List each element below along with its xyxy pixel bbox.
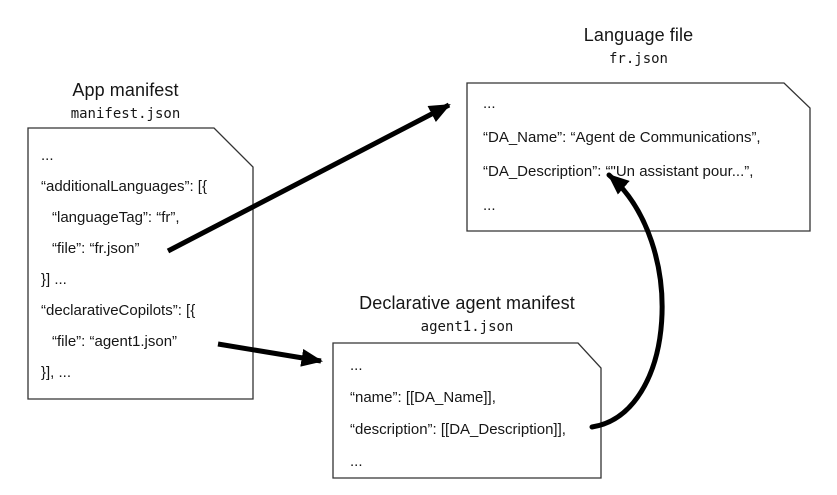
code-line: ... xyxy=(350,356,363,374)
arrow-agent1json-to-agent-manifest xyxy=(217,341,323,367)
language-file-title: Language file xyxy=(583,25,694,45)
code-line: “DA_Description”: “"Un assistant pour...… xyxy=(483,162,754,180)
code-line: “additionalLanguages”: [{ xyxy=(41,178,207,195)
code-line: “languageTag”: “fr”, xyxy=(52,209,180,226)
code-line: }] ... xyxy=(41,271,67,288)
agent-manifest-body: ... “name”: [[DA_Name]], “description”: … xyxy=(350,349,566,477)
code-line: ... xyxy=(41,147,54,164)
code-line: “description”: [[DA_Description]], xyxy=(350,420,566,438)
app-manifest-filename: manifest.json xyxy=(70,106,181,122)
code-line: “name”: [[DA_Name]], xyxy=(350,388,496,406)
agent-manifest-header: Declarative agent manifest agent1.json xyxy=(333,291,601,340)
language-file-document xyxy=(466,82,811,232)
code-line: ... xyxy=(483,196,496,214)
arrow-description-to-da-description xyxy=(589,172,665,430)
code-line: }], ... xyxy=(41,364,72,381)
language-file-body: ... “DA_Name”: “Agent de Communications”… xyxy=(483,86,761,222)
language-file-filename: fr.json xyxy=(608,51,668,67)
app-manifest-document xyxy=(27,127,254,400)
agent-manifest-filename: agent1.json xyxy=(420,319,514,335)
agent-manifest-title: Declarative agent manifest xyxy=(359,293,575,313)
app-manifest-title: App manifest xyxy=(72,80,179,100)
code-line: “declarativeCopilots”: [{ xyxy=(41,302,196,319)
language-file-header: Language file fr.json xyxy=(467,23,810,72)
code-line: “DA_Name”: “Agent de Communications”, xyxy=(483,128,761,146)
app-manifest-header: App manifest manifest.json xyxy=(18,78,233,127)
code-line: ... xyxy=(483,94,496,112)
code-line: “file”: “agent1.json” xyxy=(52,333,178,350)
arrow-frjson-to-language-file xyxy=(166,102,451,254)
code-line: ... xyxy=(350,452,363,470)
app-manifest-body: ... “additionalLanguages”: [{ “languageT… xyxy=(41,140,207,388)
code-line: “file”: “fr.json” xyxy=(52,240,140,257)
